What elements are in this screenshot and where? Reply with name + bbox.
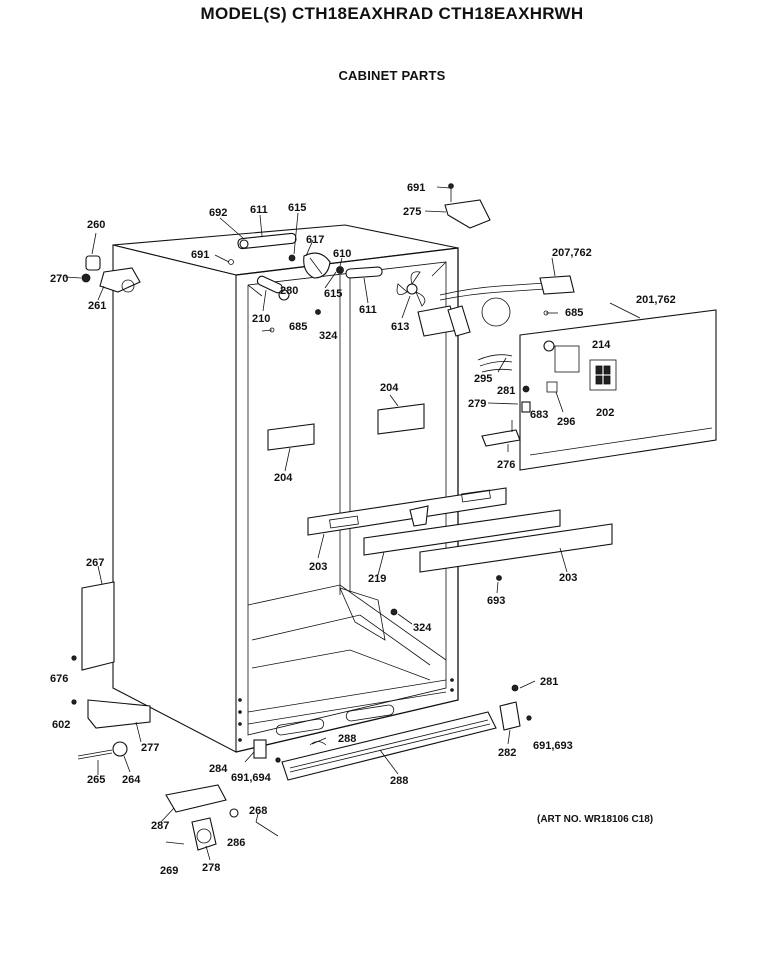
callout-201-762: 201,762: [636, 294, 676, 306]
callout-268: 268: [249, 805, 267, 817]
callout-693: 693: [487, 595, 505, 607]
callout-610: 610: [333, 248, 351, 260]
bottom-grille-parts: [253, 711, 497, 781]
callout-275: 275: [403, 206, 421, 218]
callout-602: 602: [52, 719, 70, 731]
wiring-and-switch-parts: [477, 354, 531, 447]
callout-288: 288: [338, 733, 356, 745]
callout-691: 691: [407, 182, 425, 194]
roller-leveling-parts: [165, 784, 279, 851]
left-bottom-parts: [71, 581, 151, 760]
callout-203: 203: [309, 561, 327, 573]
callout-295: 295: [474, 373, 492, 385]
callout-324: 324: [413, 622, 432, 634]
callout-282: 282: [498, 747, 516, 759]
callout-269: 269: [160, 865, 178, 877]
diagram-subtitle: CABINET PARTS: [338, 68, 446, 83]
control-panel: [519, 309, 717, 471]
callout-279: 279: [468, 398, 486, 410]
callout-277: 277: [141, 742, 159, 754]
callout-267: 267: [86, 557, 104, 569]
callout-280: 280: [280, 285, 298, 297]
callout-613: 613: [391, 321, 409, 333]
callout-210: 210: [252, 313, 270, 325]
callout-214: 214: [592, 339, 611, 351]
callout-611: 611: [250, 204, 268, 216]
mullion-brackets: [267, 403, 425, 451]
callout-270: 270: [50, 273, 68, 285]
callout-284: 284: [209, 763, 228, 775]
callout-685: 685: [565, 307, 583, 319]
callout-611: 611: [359, 304, 377, 316]
callout-288: 288: [390, 775, 408, 787]
callout-276: 276: [497, 459, 515, 471]
callout-685: 685: [289, 321, 307, 333]
callout-261: 261: [88, 300, 106, 312]
callout-692: 692: [209, 207, 227, 219]
callout-207-762: 207,762: [552, 247, 592, 259]
shelf-rails: [307, 487, 613, 616]
callout-219: 219: [368, 573, 386, 585]
callout-617: 617: [306, 234, 324, 246]
callout-204: 204: [274, 472, 293, 484]
callout-691-694: 691,694: [231, 772, 272, 784]
right-bottom-parts: [499, 684, 532, 731]
callout-287: 287: [151, 820, 169, 832]
callout-691-693: 691,693: [533, 740, 573, 752]
callout-691: 691: [191, 249, 209, 261]
leader-lines: [64, 186, 641, 861]
right-top-parts: [417, 183, 575, 337]
top-hinge-assembly: [81, 255, 141, 293]
callout-296: 296: [557, 416, 575, 428]
callout-278: 278: [202, 862, 220, 874]
callout-324: 324: [319, 330, 338, 342]
callout-260: 260: [87, 219, 105, 231]
callout-204: 204: [380, 382, 399, 394]
callout-676: 676: [50, 673, 68, 685]
callout-615: 615: [288, 202, 306, 214]
callout-615: 615: [324, 288, 342, 300]
callout-264: 264: [122, 774, 141, 786]
callout-labels: 691 275 692 611 615 617 610 691 615 260 …: [50, 182, 676, 877]
callout-202: 202: [596, 407, 614, 419]
callout-265: 265: [87, 774, 105, 786]
diagram-title: MODEL(S) CTH18EAXHRAD CTH18EAXHRWH: [200, 4, 584, 23]
callout-281: 281: [497, 385, 515, 397]
callout-286: 286: [227, 837, 245, 849]
callout-683: 683: [530, 409, 548, 421]
callout-203: 203: [559, 572, 577, 584]
refrigerator-cabinet: [112, 224, 459, 753]
callout-281: 281: [540, 676, 558, 688]
art-number: (ART NO. WR18106 C18): [537, 814, 654, 825]
